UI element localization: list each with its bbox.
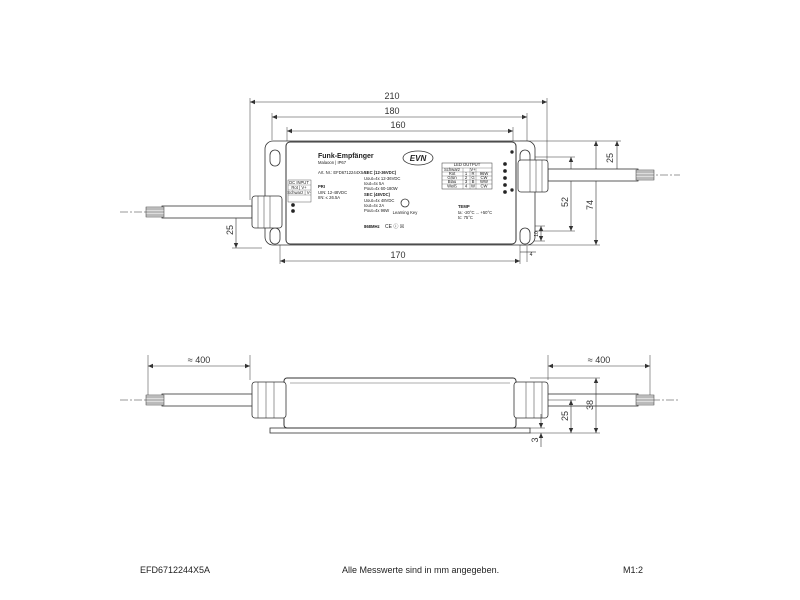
dim-400-left: ≈ 400 xyxy=(188,355,210,365)
label-dc-input: DC INPUT xyxy=(289,180,309,185)
label-pri-1: UIN: 12-48VDC xyxy=(318,190,347,195)
label-art: Art. Nr.: EFD6712244X5A xyxy=(318,170,366,175)
dim-52: 52 xyxy=(560,197,570,207)
label-freq: 868MHz xyxy=(364,224,380,229)
top-view xyxy=(120,98,680,264)
led-row-0-name: Schwarz xyxy=(444,167,460,172)
label-input-row1: Rot | V+ xyxy=(291,185,307,190)
label-temp-2: tc: 75°C xyxy=(458,215,473,220)
label-led-title: LED OUTPUT xyxy=(454,162,481,167)
led-row-4-col: W xyxy=(471,184,475,189)
dim-160: 160 xyxy=(390,120,405,130)
led-row-3-name: Blau xyxy=(448,179,457,184)
led-row-3-num: 3 xyxy=(465,179,468,184)
dim-400-right: ≈ 400 xyxy=(588,355,610,365)
side-view xyxy=(120,355,680,447)
ce-mark: CE ⓘ ☒ xyxy=(385,223,405,230)
footer-scale: M1:2 xyxy=(623,565,644,575)
led-row-1-num: 1 xyxy=(465,171,468,176)
dim-180: 180 xyxy=(384,106,399,116)
evn-logo: EVN xyxy=(410,154,427,163)
label-temp-1: ta: -20°C ... +50°C xyxy=(458,210,492,215)
led-row-3-col: B xyxy=(472,179,475,184)
led-row-4-val: CW xyxy=(481,184,488,189)
led-row-4-num: 4 xyxy=(465,184,468,189)
label-sec2-2: Iout=4x 2A xyxy=(364,203,384,208)
led-row-2-val: CW xyxy=(481,175,488,180)
led-row-2-num: 2 xyxy=(465,175,468,180)
label-learn: Learning Key xyxy=(393,210,419,215)
label-sec2-1: Uout=4x 48VDC xyxy=(364,198,394,203)
footer-note: Alle Messwerte sind in mm angegeben. xyxy=(342,565,500,575)
dim-10: 10 xyxy=(534,231,540,237)
label-sec2-3: Pout=4x 96W xyxy=(364,208,389,213)
label-sec1-2: Iout=4x 5A xyxy=(364,181,384,186)
dim-170: 170 xyxy=(390,250,405,260)
dim-25-left: 25 xyxy=(225,225,235,235)
label-pri-2: IIN: ≤ 26.5A xyxy=(318,195,340,200)
label-title: Funk-Empfänger xyxy=(318,153,374,160)
label-sec1-head: SEC (12-36VDC) xyxy=(364,170,397,175)
label-temp-head: TEMP xyxy=(458,204,470,209)
dim-4: 4 xyxy=(530,252,533,258)
led-row-1-col: R xyxy=(471,171,474,176)
label-sec1-3: Pout=4x 60-180W xyxy=(364,186,398,191)
footer-article: EFD6712244X5A xyxy=(140,565,211,575)
label-sec2-head: SEC (48VDC) xyxy=(364,192,391,197)
dim-74: 74 xyxy=(585,200,595,210)
label-subtitle: Malaoon | IP67 xyxy=(318,160,347,165)
dim-side-25: 25 xyxy=(560,411,570,421)
led-row-2-col: G xyxy=(471,175,474,180)
dim-side-3: 3 xyxy=(530,437,540,442)
led-row-1-name: Rot xyxy=(449,171,456,176)
label-pri-head: PRI xyxy=(318,184,325,189)
label-sec1-1: Uout=4x 12-36VDC xyxy=(364,176,400,181)
led-table: Schwarz V+ Rot 1 R 96W Grün 2 G CW Blau … xyxy=(444,167,488,189)
led-row-2-name: Grün xyxy=(447,175,457,180)
led-row-0-pin: V+ xyxy=(470,167,476,172)
led-row-4-name: Weiß xyxy=(447,184,457,189)
led-row-1-val: 96W xyxy=(480,171,489,176)
label-input-row2: Schwarz | V- xyxy=(287,190,311,195)
dim-25-right: 25 xyxy=(605,153,615,163)
dim-side-38: 38 xyxy=(585,400,595,410)
dim-210: 210 xyxy=(384,91,399,101)
led-row-3-val: WW xyxy=(480,179,488,184)
